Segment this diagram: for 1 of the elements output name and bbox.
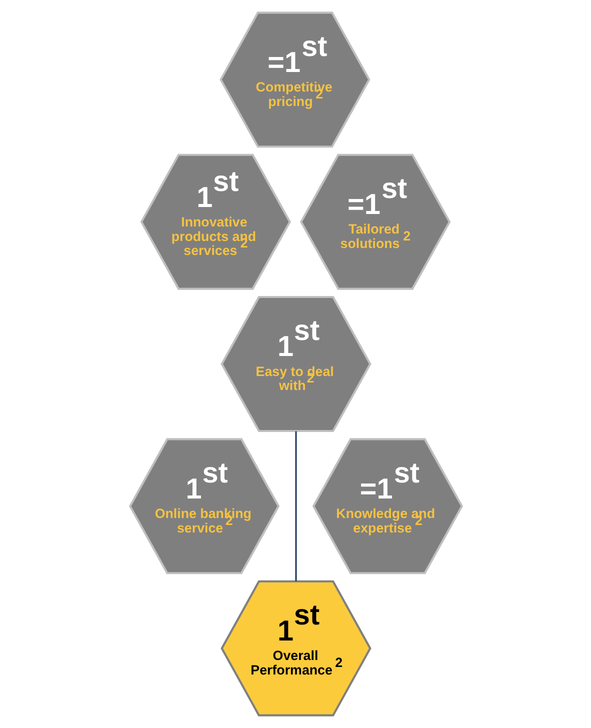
connector <box>294 431 296 582</box>
